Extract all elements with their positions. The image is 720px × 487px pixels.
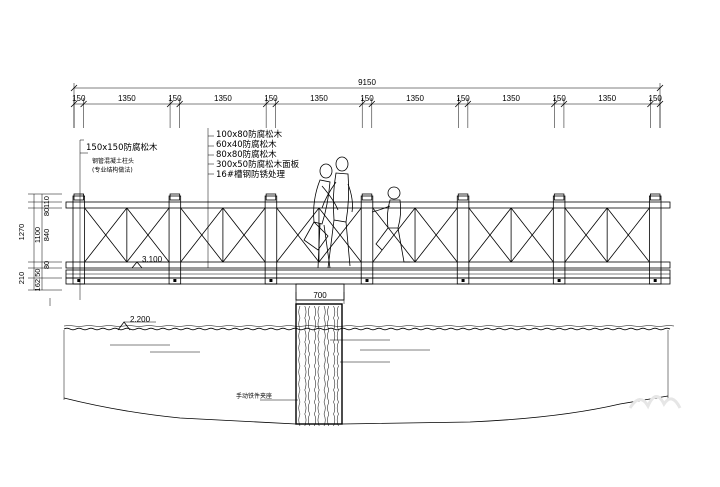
segment-dimension-label: 150 bbox=[649, 94, 663, 103]
segment-dimension-label: 150 bbox=[360, 94, 374, 103]
rail-callout-2: 60x40防腐松木 bbox=[216, 139, 277, 150]
dim-110: 110 bbox=[42, 196, 51, 208]
segment-dimension-label: 1350 bbox=[598, 94, 616, 103]
railing-post bbox=[456, 193, 470, 285]
railing-post bbox=[72, 193, 86, 285]
bottom-rail bbox=[65, 261, 671, 269]
dim-210: 210 bbox=[17, 272, 26, 285]
rail-callout-5: 16#槽钢防锈处理 bbox=[216, 169, 285, 180]
rail-callout-3: 80x80防腐松木 bbox=[216, 149, 277, 160]
child-figure bbox=[371, 186, 410, 263]
adult-figure-left bbox=[303, 163, 339, 269]
deck-level-label: 3.100 bbox=[142, 255, 163, 264]
x-brace-panel bbox=[564, 207, 650, 263]
overall-dimension-line: 9150 bbox=[70, 78, 664, 128]
rail-callout: 100x80防腐松木 60x40防腐松木 80x80防腐松木 300x50防腐松… bbox=[207, 128, 300, 268]
segment-dimension-label: 1350 bbox=[502, 94, 520, 103]
water-level-label: 2.200 bbox=[130, 315, 151, 324]
post-note-1: 钢管混凝土柱头 bbox=[92, 157, 134, 165]
railing-post bbox=[360, 193, 374, 285]
dim-80-top: 80 bbox=[42, 208, 51, 216]
railing-post bbox=[168, 193, 182, 285]
dim-1100: 1100 bbox=[33, 227, 42, 243]
dim-840: 840 bbox=[42, 229, 51, 242]
pier-label: 手动铁件夹座 bbox=[236, 392, 272, 400]
segment-dimension-label: 150 bbox=[552, 94, 566, 103]
segment-dimension-label: 1350 bbox=[118, 94, 136, 103]
rail-callout-4: 300x50防腐松木面板 bbox=[216, 159, 300, 170]
watermark-logo bbox=[628, 395, 682, 410]
post-callout-label: 150x150防腐松木 bbox=[86, 142, 158, 153]
segment-dimension-label: 1350 bbox=[214, 94, 232, 103]
railing-post bbox=[264, 193, 278, 285]
deck-level-marker: 3.100 bbox=[131, 255, 168, 269]
riverbed bbox=[49, 298, 669, 425]
segment-dimension-label: 150 bbox=[168, 94, 182, 103]
vertical-dimension-chain: 110 80 1100 840 80 210 162.50 1270 bbox=[17, 193, 62, 292]
dim-162-50: 162.50 bbox=[33, 269, 42, 292]
pier-width-label: 700 bbox=[313, 291, 327, 300]
railing-post bbox=[648, 193, 662, 285]
x-brace-panel bbox=[372, 207, 458, 263]
adult-figure-right bbox=[321, 156, 353, 269]
rail-callout-1: 100x80防腐松木 bbox=[216, 129, 283, 140]
post-note-2: (专业结构做法) bbox=[92, 166, 133, 174]
segment-dimension-label: 1350 bbox=[310, 94, 328, 103]
dim-80-bottom: 80 bbox=[42, 261, 51, 269]
post-callout: 150x150防腐松木 钢管混凝土柱头 (专业结构做法) bbox=[79, 139, 158, 300]
water: 2.200 bbox=[63, 315, 675, 363]
top-handrail bbox=[65, 201, 671, 209]
segment-dimension-line: 150 1350 150 1350 150 1350 150 1350 150 1350 150 13… bbox=[70, 94, 664, 128]
segment-dimension-label: 1350 bbox=[406, 94, 424, 103]
segment-dimension-label: 150 bbox=[264, 94, 278, 103]
x-brace-panel bbox=[180, 207, 266, 263]
pier-dimension: 700 bbox=[295, 291, 345, 304]
dim-1270: 1270 bbox=[17, 224, 26, 241]
railing-post bbox=[552, 193, 566, 285]
pier: 手动铁件夹座 bbox=[236, 283, 345, 427]
x-brace-panel bbox=[468, 207, 554, 263]
x-brace-panel bbox=[84, 207, 170, 263]
segment-dimension-label: 150 bbox=[456, 94, 470, 103]
railing bbox=[65, 193, 671, 285]
people-figures bbox=[303, 156, 410, 269]
segment-dimension-label: 150 bbox=[72, 94, 86, 103]
overall-dimension-label: 9150 bbox=[358, 78, 376, 87]
